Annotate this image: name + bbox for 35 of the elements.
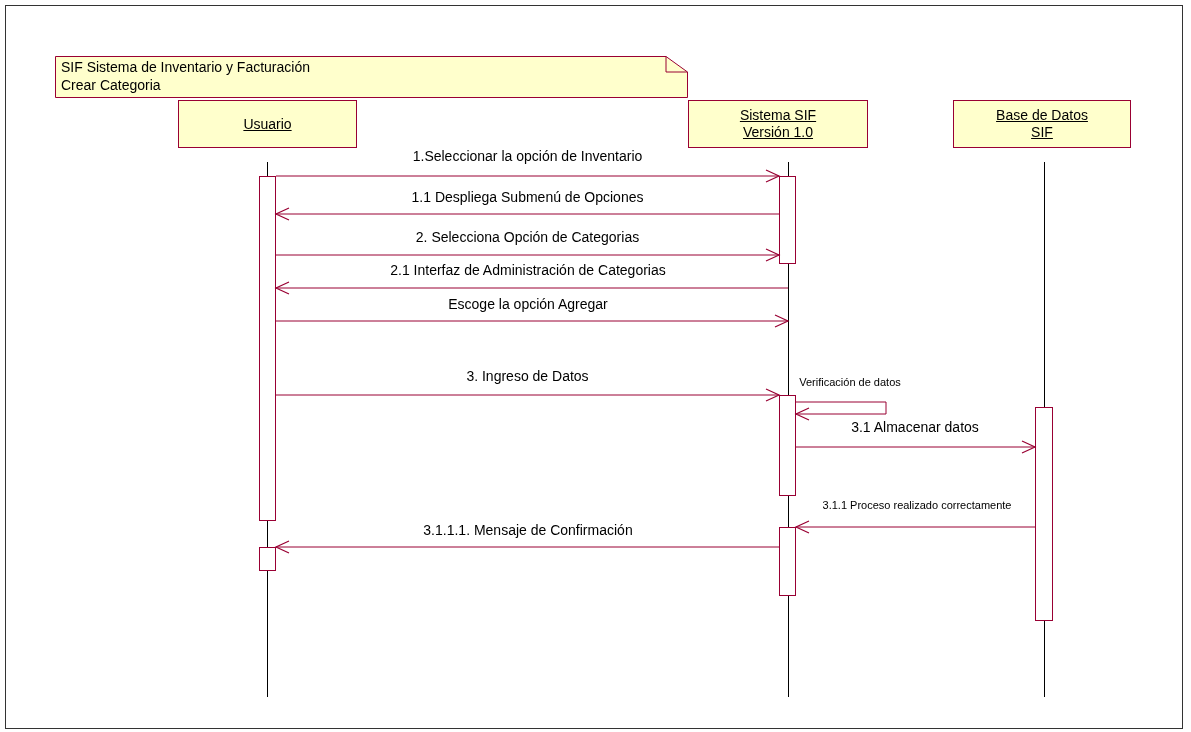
note-text: Crear Categoria: [61, 77, 161, 93]
message-label: 1.Seleccionar la opción de Inventario: [412, 148, 643, 165]
activation-bar: [779, 527, 796, 596]
message-arrow: [275, 540, 780, 554]
message-arrow: [275, 388, 780, 402]
message-label: 2.1 Interfaz de Administración de Categorias: [390, 262, 666, 279]
activation-bar: [259, 176, 276, 521]
message-label: 3.1.1.1. Mensaje de Confirmación: [423, 522, 633, 539]
message-arrow: [795, 440, 1036, 454]
lifeline-name: Base de Datos SIF: [995, 107, 1089, 141]
lifeline-head-box: [688, 100, 868, 148]
lifeline-name: Usuario: [243, 115, 292, 133]
message-arrow: [275, 207, 780, 221]
message-label: 1.1 Despliega Submenú de Opciones: [411, 189, 644, 206]
message-arrow: [275, 281, 789, 295]
lifeline-name: Sistema SIF Versión 1.0: [738, 107, 818, 141]
message-label: Verificación de datos: [799, 376, 901, 389]
activation-bar: [259, 547, 276, 571]
lifeline-head-box: [953, 100, 1131, 148]
message-arrow: [795, 401, 887, 421]
message-label: 3.1 Almacenar datos: [851, 419, 979, 436]
message-arrow: [275, 314, 789, 328]
message-label: 3.1.1 Proceso realizado correctamente: [822, 499, 1012, 512]
activation-bar: [1035, 407, 1053, 621]
message-label: 3. Ingreso de Datos: [466, 368, 589, 385]
activation-bar: [779, 395, 796, 496]
message-label: 2. Selecciona Opción de Categorias: [415, 229, 640, 246]
message-arrow: [275, 248, 780, 262]
message-label: Escoge la opción Agregar: [448, 296, 608, 313]
note-title: SIF Sistema de Inventario y Facturación: [61, 59, 310, 75]
lifeline-head-box: [178, 100, 357, 148]
note-box: [55, 56, 688, 98]
activation-bar: [779, 176, 796, 264]
message-arrow: [795, 520, 1036, 534]
message-arrow: [275, 169, 780, 183]
